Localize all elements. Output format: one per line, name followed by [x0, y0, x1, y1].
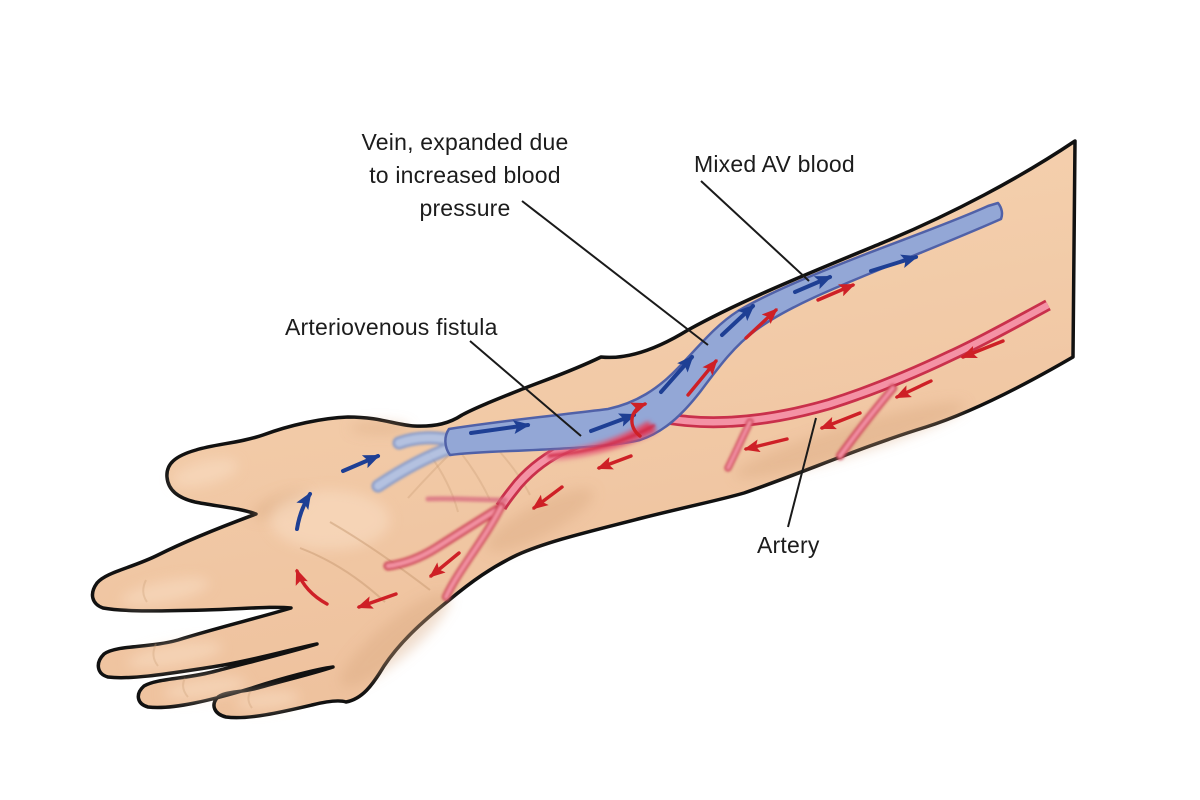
- blood-flow-arrows: [295, 254, 1005, 609]
- label-arteriovenous-fistula: Arteriovenous fistula: [285, 314, 498, 340]
- leader-fistula: [469, 340, 582, 437]
- leader-lines: [469, 180, 817, 528]
- mixed-flow-arrows: [630, 283, 856, 438]
- leader-artery: [787, 417, 817, 528]
- artery-branch-hand: [383, 496, 508, 601]
- artery: [383, 299, 1051, 601]
- leader-mixed-av: [700, 180, 810, 282]
- skin-creases: [142, 435, 531, 709]
- label-mixed-av-blood: Mixed AV blood: [694, 151, 855, 177]
- label-artery: Artery: [757, 532, 820, 558]
- artery-main: [495, 299, 1051, 511]
- label-vein-expanded: Vein, expanded due to increased blood pr…: [361, 129, 569, 221]
- artery-branch-forearm: [724, 384, 897, 472]
- vein: [371, 201, 1004, 493]
- leader-vein: [521, 200, 709, 346]
- arterial-flow-arrows: [295, 339, 1005, 609]
- fistula-junction: [545, 421, 657, 461]
- venous-flow-arrows: [295, 254, 919, 531]
